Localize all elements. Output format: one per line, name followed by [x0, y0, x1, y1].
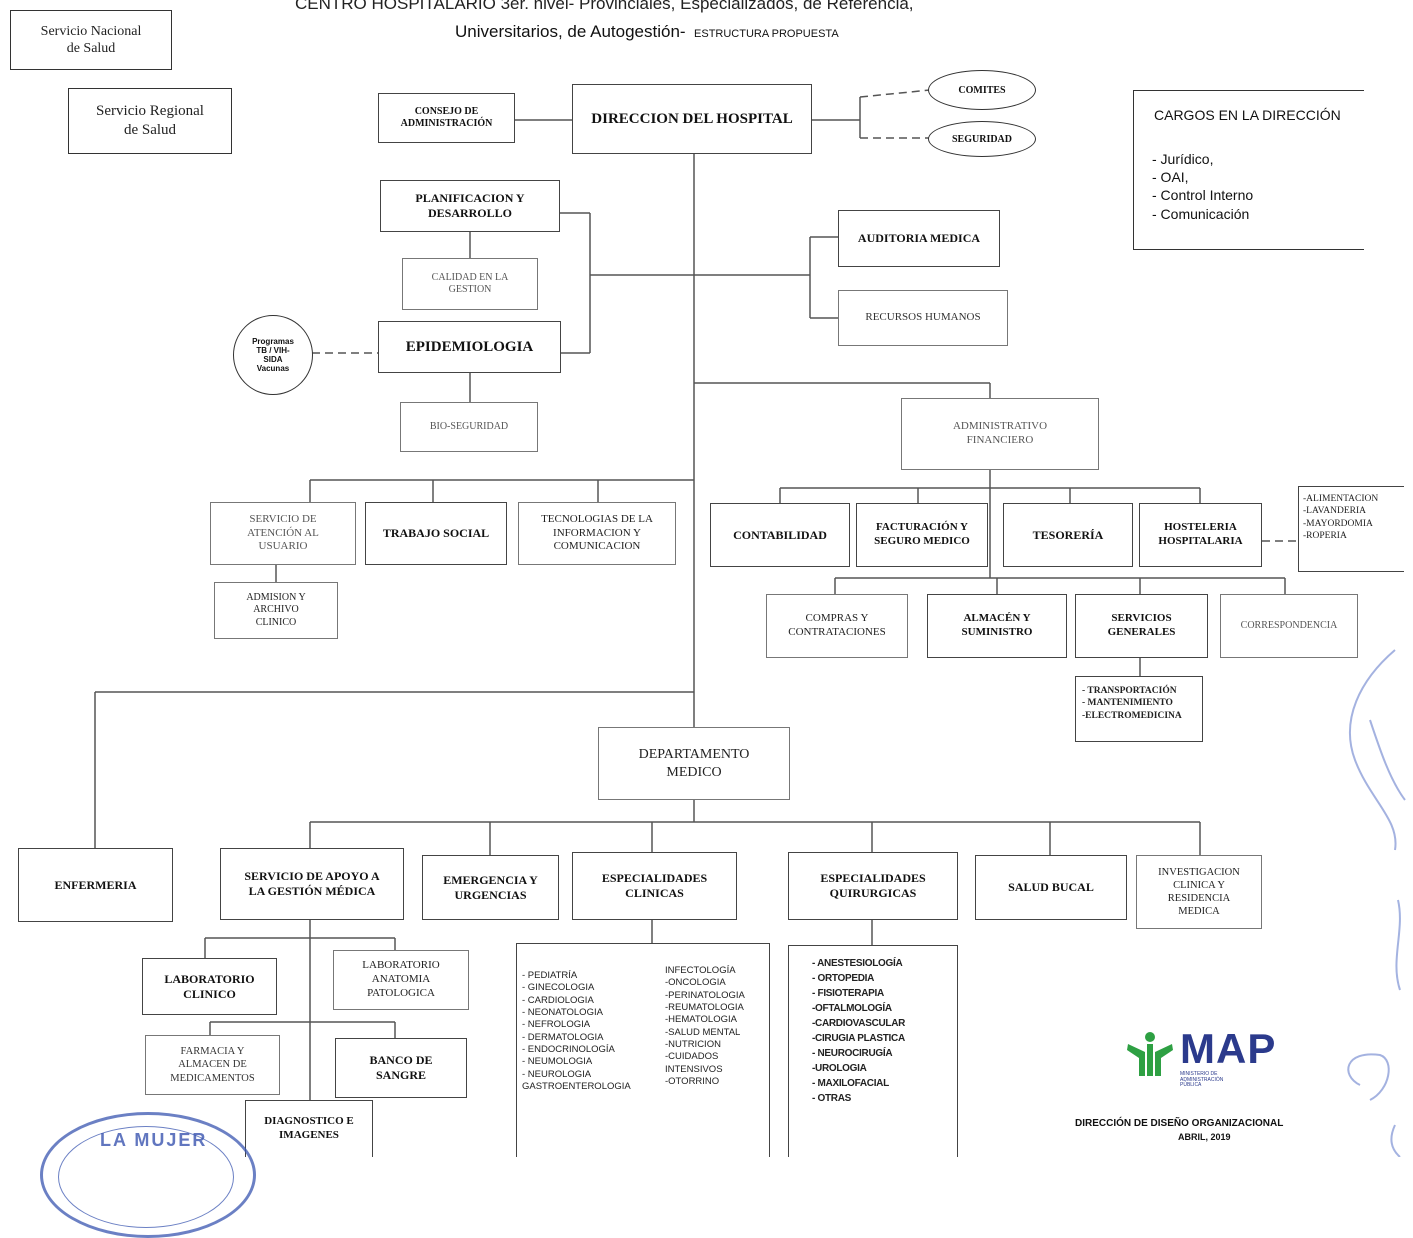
oval-comites: COMITES: [928, 70, 1036, 110]
especialidades-clinicas-col2: INFECTOLOGÍA -ONCOLOGIA -PERINATOLOGIA -…: [665, 965, 745, 1088]
especialidades-quirurgicas-panel: [788, 945, 958, 1157]
box-recursos-humanos: RECURSOS HUMANOS: [838, 290, 1008, 346]
box-banco-sangre: BANCO DE SANGRE: [335, 1038, 467, 1098]
box-especialidades-quirurgicas: ESPECIALIDADES QUIRURGICAS: [788, 852, 958, 920]
footer-direccion: DIRECCIÓN DE DISEÑO ORGANIZACIONAL: [1075, 1118, 1284, 1129]
box-atencion-usuario: SERVICIO DE ATENCIÓN AL USUARIO: [210, 502, 356, 565]
especialidades-clinicas-col1: - PEDIATRÍA - GINECOLOGIA - CARDIOLOGIA …: [522, 970, 631, 1093]
box-enfermeria: ENFERMERIA: [18, 848, 173, 922]
box-servicio-nacional: Servicio Nacional de Salud: [10, 10, 172, 70]
box-tesoreria: TESORERÍA: [1003, 503, 1133, 567]
box-trabajo-social: TRABAJO SOCIAL: [365, 502, 507, 565]
box-planificacion: PLANIFICACION Y DESARROLLO: [380, 180, 560, 232]
box-salud-bucal: SALUD BUCAL: [975, 855, 1127, 920]
box-hosteleria: HOSTELERIA HOSPITALARIA: [1139, 503, 1262, 567]
box-diagnostico-imagenes: DIAGNOSTICO E IMAGENES: [245, 1100, 373, 1157]
cargos-panel: [1133, 90, 1364, 250]
box-contabilidad: CONTABILIDAD: [710, 503, 850, 567]
circle-programas: Programas TB / VIH- SIDA Vacunas: [233, 315, 313, 395]
map-logo-text: MAP: [1180, 1025, 1277, 1072]
map-logo-subtext: MINISTERIO DE ADMINISTRACIÓN PÚBLICA: [1180, 1071, 1224, 1088]
page-title-line2: Universitarios, de Autogestión- ESTRUCTU…: [455, 22, 839, 42]
box-servicios-generales: SERVICIOS GENERALES: [1075, 594, 1208, 658]
stamp-text: LA MUJER: [100, 1130, 208, 1150]
hosteleria-list: -ALIMENTACION -LAVANDERIA -MAYORDOMIA -R…: [1298, 486, 1404, 572]
cargos-list: - Jurídico, - OAI, - Control Interno - C…: [1152, 151, 1254, 222]
box-servicio-regional: Servicio Regional de Salud: [68, 88, 232, 154]
box-consejo-administracion: CONSEJO DE ADMINISTRACIÓN: [378, 93, 515, 143]
box-auditoria-medica: AUDITORIA MEDICA: [838, 210, 1000, 267]
page-title-text: Universitarios, de Autogestión-: [455, 22, 686, 41]
box-compras: COMPRAS Y CONTRATACIONES: [766, 594, 908, 658]
box-farmacia: FARMACIA Y ALMACEN DE MEDICAMENTOS: [145, 1035, 280, 1095]
box-laboratorio-anatomia: LABORATORIO ANATOMIA PATOLOGICA: [333, 950, 469, 1010]
box-epidemiologia: EPIDEMIOLOGIA: [378, 321, 561, 373]
box-admision-archivo: ADMISION Y ARCHIVO CLINICO: [214, 582, 338, 639]
box-bioseguridad: BIO-SEGURIDAD: [400, 402, 538, 452]
box-tic: TECNOLOGIAS DE LA INFORMACION Y COMUNICA…: [518, 502, 676, 565]
page-title-note: ESTRUCTURA PROPUESTA: [694, 28, 839, 40]
box-almacen: ALMACÉN Y SUMINISTRO: [927, 594, 1067, 658]
cargos-title: CARGOS EN LA DIRECCIÓN: [1154, 107, 1341, 123]
box-servicio-apoyo: SERVICIO DE APOYO A LA GESTIÓN MÉDICA: [220, 848, 404, 920]
especialidades-clinicas-panel: [516, 943, 770, 1157]
oval-seguridad: SEGURIDAD: [928, 121, 1036, 157]
box-administrativo-financiero: ADMINISTRATIVO FINANCIERO: [901, 398, 1099, 470]
map-logo-icon: [1127, 1032, 1173, 1076]
connector-lines: [94, 89, 1406, 1157]
box-departamento-medico: DEPARTAMENTO MEDICO: [598, 727, 790, 800]
box-facturacion: FACTURACIÓN Y SEGURO MEDICO: [856, 503, 988, 567]
box-correspondencia: CORRESPONDENCIA: [1220, 594, 1358, 658]
page-title-line1: CENTRO HOSPITALARIO 3er. nivel- Provinci…: [295, 0, 914, 13]
box-direccion-hospital: DIRECCION DEL HOSPITAL: [572, 84, 812, 154]
box-calidad-gestion: CALIDAD EN LA GESTION: [402, 258, 538, 310]
servicios-generales-list: - TRANSPORTACIÓN - MANTENIMIENTO -ELECTR…: [1075, 676, 1203, 742]
box-especialidades-clinicas: ESPECIALIDADES CLINICAS: [572, 852, 737, 920]
box-investigacion: INVESTIGACION CLINICA Y RESIDENCIA MEDIC…: [1136, 855, 1262, 929]
box-emergencia: EMERGENCIA Y URGENCIAS: [422, 855, 559, 920]
box-laboratorio-clinico: LABORATORIO CLINICO: [142, 958, 277, 1015]
footer-date: ABRIL, 2019: [1178, 1132, 1231, 1142]
especialidades-quirurgicas-list: - ANESTESIOLOGÍA - ORTOPEDIA - FISIOTERA…: [812, 958, 906, 1104]
